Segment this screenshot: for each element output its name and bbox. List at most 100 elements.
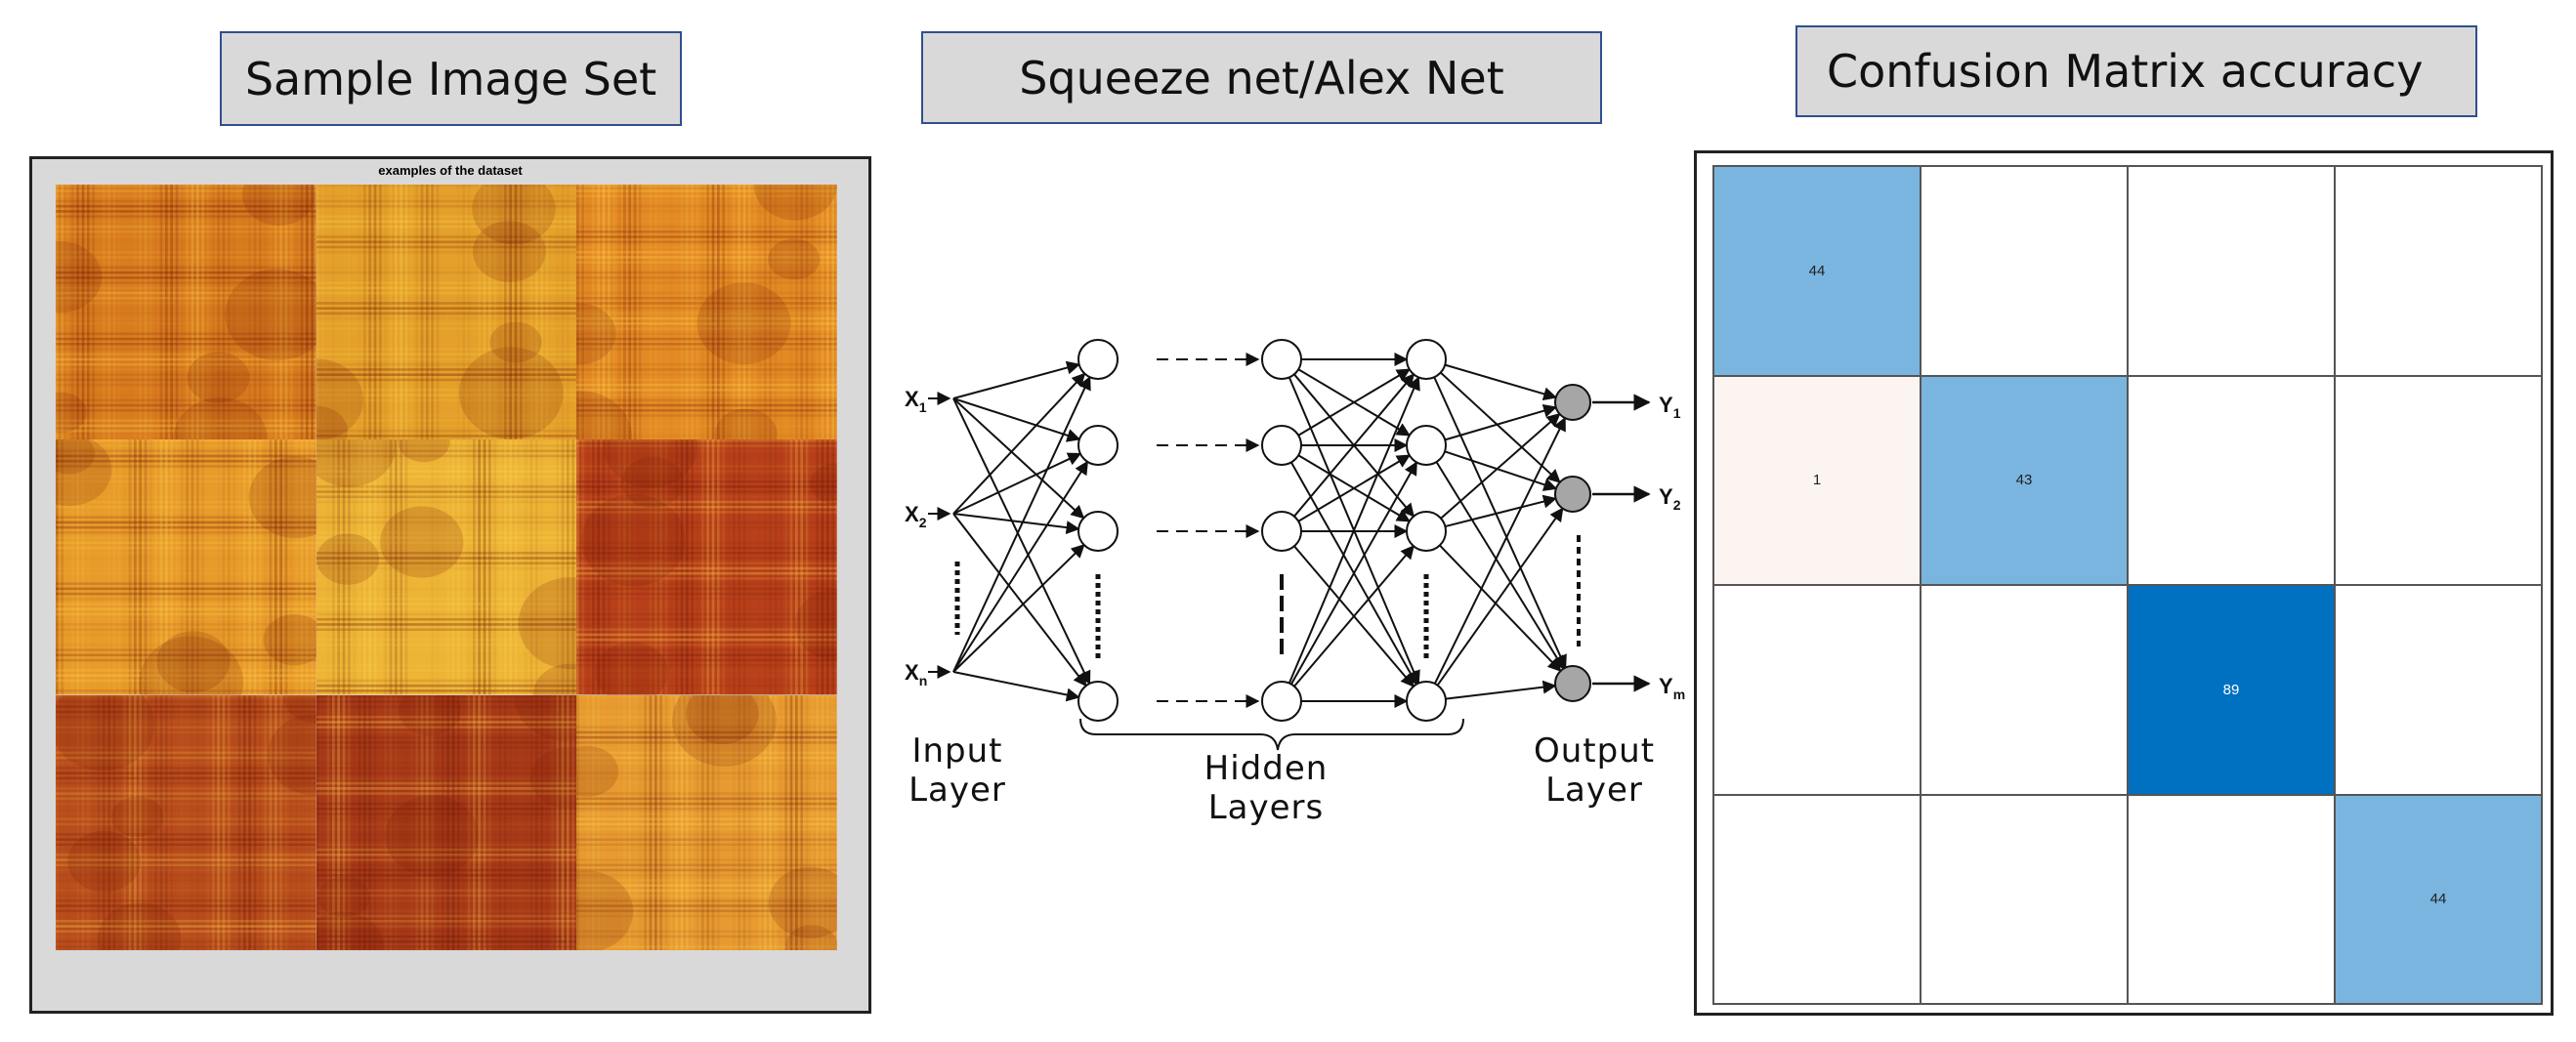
sample-tile xyxy=(576,439,837,695)
connection-arrow xyxy=(1444,363,1558,401)
connection-arrow xyxy=(1433,416,1566,685)
connection-arrow xyxy=(1445,494,1557,528)
hidden-layers-label: Layers xyxy=(1208,788,1325,827)
connection-arrow xyxy=(952,513,1087,688)
sample-tile xyxy=(56,694,317,950)
sample-tile xyxy=(316,185,577,440)
confusion-cell xyxy=(1713,585,1921,795)
confusion-cell xyxy=(2128,166,2335,376)
confusion-cell xyxy=(1921,794,2128,1004)
confusion-cell: 44 xyxy=(2335,794,2542,1004)
connection-arrow xyxy=(952,375,1091,673)
sample-caption: examples of the dataset xyxy=(378,163,523,178)
connection-arrow xyxy=(1439,544,1562,673)
connection-arrow xyxy=(952,397,1091,686)
confusion-value: 44 xyxy=(2429,891,2447,908)
hidden-node xyxy=(1261,339,1302,380)
connection-arrow xyxy=(952,397,1081,442)
connection-arrow xyxy=(1288,376,1420,684)
input-layer-label: Input xyxy=(911,731,1002,771)
connection-arrow xyxy=(952,543,1085,673)
sample-image-panel: examples of the dataset xyxy=(29,156,871,1014)
hidden-node xyxy=(1406,425,1447,466)
connection-arrow xyxy=(952,372,1086,515)
confusion-cell: 43 xyxy=(1921,375,2128,585)
sample-tile xyxy=(56,439,317,695)
connection-arrow xyxy=(1445,680,1557,700)
connection-arrow xyxy=(1444,450,1558,491)
input-layer-label: Layer xyxy=(908,771,1006,810)
hidden-node xyxy=(1077,511,1119,552)
output-layer-label: Output xyxy=(1534,731,1655,771)
connection-arrow xyxy=(1440,371,1561,483)
sample-tile xyxy=(316,694,577,950)
confusion-cell xyxy=(2335,166,2542,376)
output-label: Ym xyxy=(1659,674,1685,702)
connection-arrow xyxy=(1293,373,1415,518)
connection-arrow xyxy=(952,460,1089,673)
connection-arrow xyxy=(1289,461,1418,686)
output-node xyxy=(1554,384,1591,421)
connection-arrow xyxy=(1297,454,1412,522)
sample-image-set-header: Sample Image Set xyxy=(220,31,682,126)
confusion-value: 89 xyxy=(2222,681,2240,698)
confusion-matrix-header: Confusion Matrix accuracy xyxy=(1795,25,2477,117)
input-label: X1 xyxy=(905,387,927,415)
hidden-node xyxy=(1406,339,1447,380)
sample-tile xyxy=(56,185,317,440)
hidden-node xyxy=(1261,681,1302,722)
connection-arrow xyxy=(952,513,1080,535)
output-label: Y1 xyxy=(1659,393,1681,421)
connection-arrow xyxy=(1293,545,1415,688)
connection-arrow xyxy=(952,397,1085,520)
connection-arrow xyxy=(1433,376,1567,669)
network-header: Squeeze net/Alex Net xyxy=(921,31,1602,124)
hidden-node xyxy=(1406,511,1447,552)
output-layer-label: Layer xyxy=(1545,771,1643,810)
input-label: Xn xyxy=(905,660,927,688)
connection-arrow xyxy=(1444,403,1558,441)
confusion-cell xyxy=(2335,375,2542,585)
confusion-cell xyxy=(2128,794,2335,1004)
confusion-value: 1 xyxy=(1812,472,1822,489)
confusion-cell: 1 xyxy=(1713,375,1921,585)
confusion-matrix-grid: 44 1 43 89 44 xyxy=(1712,165,2543,1005)
hidden-node xyxy=(1406,681,1447,722)
sample-image-grid xyxy=(56,185,837,950)
confusion-cell xyxy=(2335,585,2542,795)
connection-arrow xyxy=(952,452,1082,515)
sample-tile xyxy=(576,185,837,440)
network-edges xyxy=(928,353,1651,751)
connection-arrow xyxy=(952,671,1080,702)
sample-tile xyxy=(316,439,577,695)
confusion-cell: 89 xyxy=(2128,585,2335,795)
connection-arrow xyxy=(1440,412,1561,520)
confusion-cell: 44 xyxy=(1713,166,1921,376)
confusion-cell xyxy=(1921,585,2128,795)
network-nodes xyxy=(1077,339,1591,722)
sample-tile xyxy=(576,694,837,950)
connection-arrow xyxy=(1297,368,1412,437)
hidden-node xyxy=(1261,511,1302,552)
hidden-node xyxy=(1077,681,1119,722)
input-label: X2 xyxy=(905,502,927,530)
confusion-matrix-panel: 44 1 43 89 44 xyxy=(1694,150,2554,1016)
confusion-value: 43 xyxy=(2015,472,2033,489)
hidden-node xyxy=(1077,339,1119,380)
connection-arrow xyxy=(952,360,1081,399)
connection-arrow xyxy=(1436,507,1564,687)
hidden-layers-brace xyxy=(1079,718,1464,751)
confusion-cell xyxy=(2128,375,2335,585)
confusion-cell xyxy=(1713,794,1921,1004)
connection-arrow xyxy=(1435,461,1565,670)
output-node xyxy=(1554,665,1591,702)
output-label: Y2 xyxy=(1659,484,1681,513)
output-node xyxy=(1554,476,1591,513)
confusion-value: 44 xyxy=(1808,262,1826,279)
hidden-node xyxy=(1261,425,1302,466)
hidden-layers-label: Hidden xyxy=(1204,749,1329,788)
hidden-node xyxy=(1077,425,1119,466)
confusion-cell xyxy=(1921,166,2128,376)
network-svg: X1X2XnY1Y2YmInputLayerHiddenLayersOutput… xyxy=(905,339,1685,827)
